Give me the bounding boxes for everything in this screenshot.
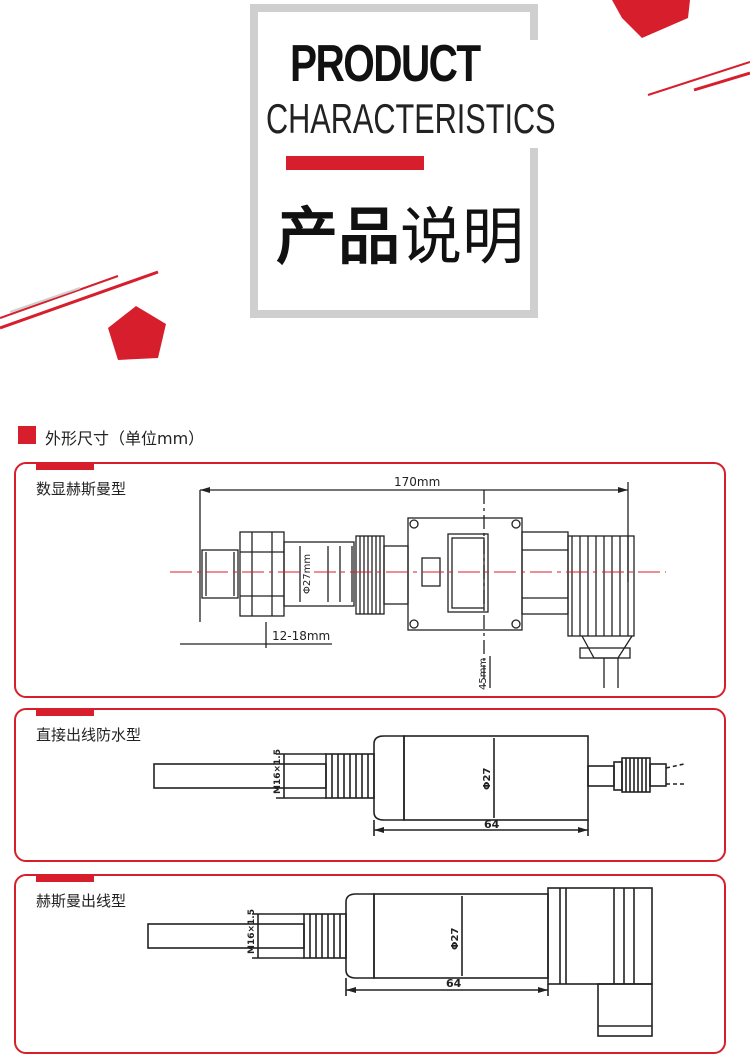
title-en-characteristics: CHARACTERISTICS xyxy=(266,95,556,142)
panel-label: 直接出线防水型 xyxy=(36,726,142,744)
section-title: 外形尺寸（单位mm） xyxy=(45,429,205,448)
diagonal-line xyxy=(0,270,159,330)
dim-length: 64 xyxy=(484,818,500,831)
diagonal-line xyxy=(0,275,119,319)
diagonal-line xyxy=(693,71,750,92)
dim-diameter: Φ27 xyxy=(450,928,461,950)
dim-thread: 12-18mm xyxy=(272,629,330,643)
diagonal-line xyxy=(9,287,81,313)
title-en-product: PRODUCT xyxy=(290,35,481,93)
panel-tab xyxy=(36,462,94,470)
panel-direct-waterproof xyxy=(14,708,726,862)
panel-label: 数显赫斯曼型 xyxy=(36,480,127,498)
diagonal-line xyxy=(647,61,750,96)
panel-hirschmann-outlet xyxy=(14,874,726,1054)
title-cn: 产品说明 xyxy=(276,186,524,276)
dim-height: 45mm xyxy=(478,658,489,690)
red-pentagon-top xyxy=(612,0,690,38)
drawing-direct-waterproof: 64 M16×1.5 Φ27 xyxy=(153,735,685,836)
dim-thread: M16×1.5 xyxy=(247,909,257,954)
section-marker xyxy=(18,426,36,444)
dim-diameter: Φ27mm xyxy=(302,554,313,594)
drawing-hirschmann-outlet: 64 M16×1.5 Φ27 xyxy=(147,887,653,1037)
dim-length: 170mm xyxy=(394,475,440,489)
dim-diameter: Φ27 xyxy=(482,768,493,790)
frame-gap xyxy=(522,40,542,148)
dim-thread: M16×1.5 xyxy=(273,749,283,794)
title-cn-bold: 产品 xyxy=(276,200,401,273)
panel-tab xyxy=(36,874,94,882)
header-decoration xyxy=(0,0,750,360)
red-pentagon-left xyxy=(108,306,166,360)
panel-tab xyxy=(36,708,94,716)
dim-length: 64 xyxy=(446,977,462,990)
drawing-digital-hirschmann: 170mm 12-18mm Φ27mm 45mm xyxy=(170,475,666,690)
panel-label: 赫斯曼出线型 xyxy=(36,892,127,910)
title-red-bar xyxy=(286,156,424,170)
panel-digital-hirschmann xyxy=(14,462,726,698)
title-cn-regular: 说明 xyxy=(400,200,525,273)
